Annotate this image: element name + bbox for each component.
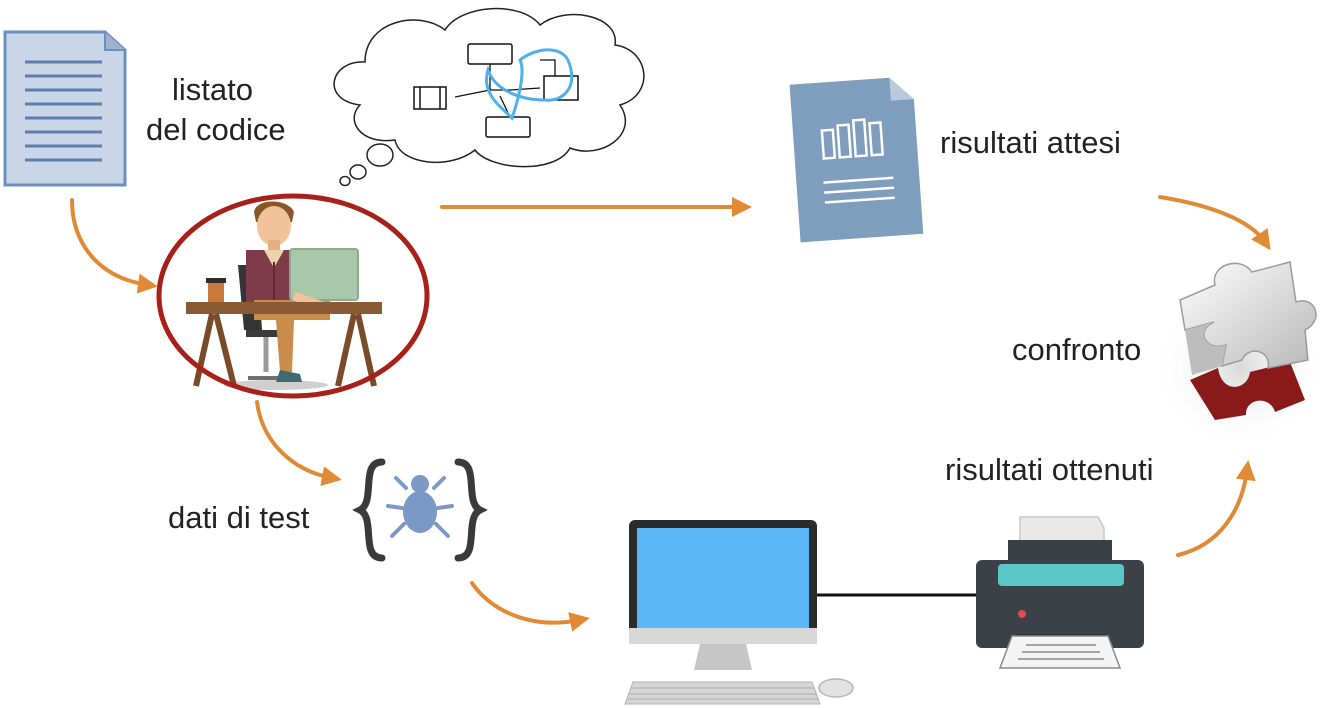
document-icon [3, 30, 127, 187]
label-test-data: dati di test [168, 500, 310, 535]
flowchart-icon [413, 43, 579, 138]
arrow-testdata-to-computer [470, 581, 590, 632]
thought-cloud-icon [333, 7, 645, 187]
highlight-ring [156, 193, 430, 399]
label-obtained-results: risultati ottenuti [945, 452, 1154, 487]
arrow-printer-to-comparison [1176, 460, 1256, 557]
label-code-listing-line1: listato [172, 72, 253, 107]
mouse-icon [818, 678, 854, 698]
bug-icon [352, 458, 488, 562]
label-comparison: confronto [1012, 332, 1142, 367]
programmer-icon [186, 201, 382, 390]
arrow-expected-to-comparison [1158, 195, 1271, 251]
results-document-icon [789, 77, 924, 243]
printer-icon [976, 516, 1144, 669]
arrow-programmer-to-testdata [255, 400, 342, 486]
label-code-listing-line2: del codice [146, 112, 286, 147]
computer-icon [629, 520, 817, 670]
puzzle-icon [1155, 261, 1322, 440]
label-expected-results: risultati attesi [940, 125, 1121, 160]
keyboard-icon [624, 681, 821, 705]
arrow-listing-to-programmer [70, 198, 158, 294]
